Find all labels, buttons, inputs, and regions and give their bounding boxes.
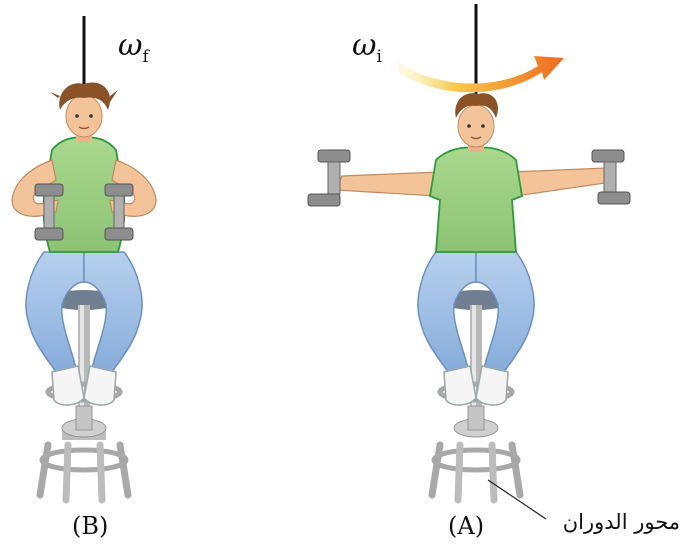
shoe-left-b: [52, 366, 84, 405]
shirt-a: [430, 148, 522, 253]
caption-a: (A): [448, 512, 484, 540]
arm-left-a: [336, 172, 440, 196]
caption-b: (B): [72, 512, 108, 540]
figure-b: [12, 16, 156, 500]
rotation-axis-label: محور الدوران: [550, 510, 680, 534]
shoe-right-b: [84, 366, 116, 405]
omega-f-label: ωf: [118, 28, 149, 67]
shoe-left-a: [444, 366, 476, 405]
figure-a: [308, 4, 630, 500]
rotation-arrow: [398, 56, 564, 92]
omega-i-label: ωi: [352, 28, 382, 67]
head-b: [50, 82, 118, 142]
arm-right-a: [512, 168, 612, 196]
shoe-right-a: [476, 366, 508, 405]
head-a: [455, 93, 498, 152]
